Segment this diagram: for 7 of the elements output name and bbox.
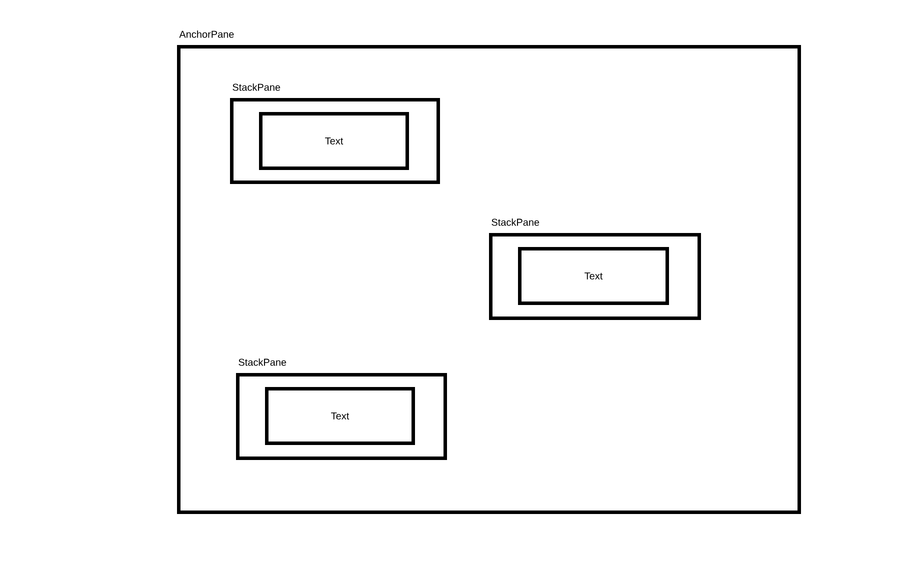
text-box: Text (518, 247, 669, 305)
node-label: StackPane (232, 83, 280, 91)
node-label: AnchorPane (179, 30, 234, 38)
text-box: Text (259, 112, 409, 170)
node-label: StackPane (238, 358, 286, 366)
text-box: Text (265, 387, 415, 445)
node-label: StackPane (492, 218, 540, 226)
